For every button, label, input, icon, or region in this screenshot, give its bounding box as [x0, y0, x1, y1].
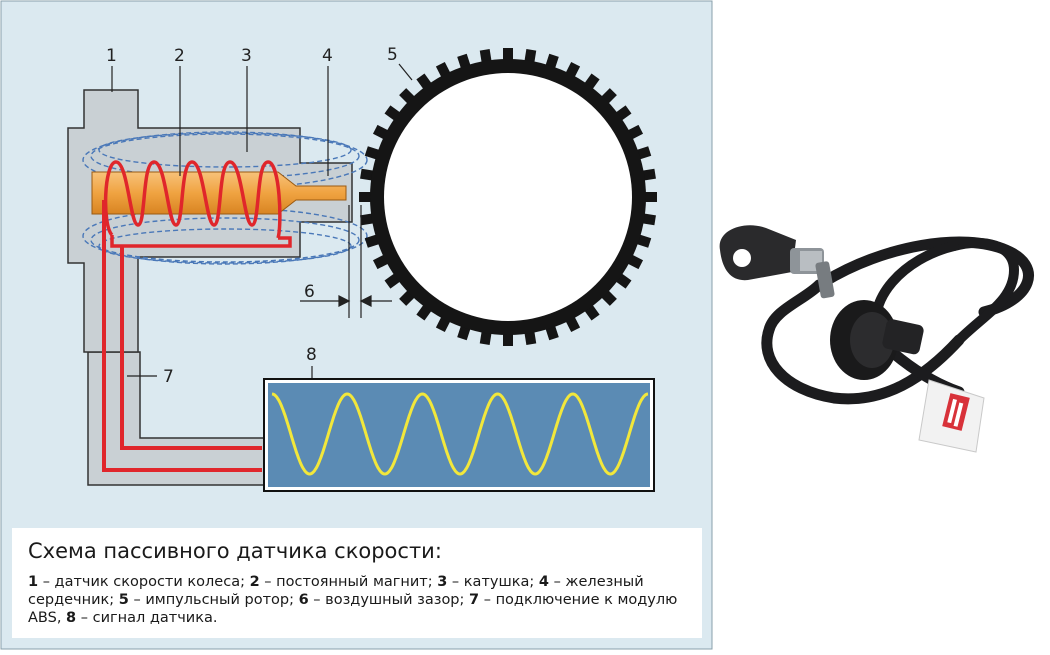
rubber-grommet [830, 300, 924, 380]
legend-num-7: 7 [469, 592, 480, 608]
legend-num-5: 5 [118, 592, 129, 608]
callout-8: 8 [306, 345, 317, 365]
legend-text-3: – катушка; [447, 574, 539, 590]
diagram-panel: 1 2 3 4 5 6 7 8 Схема пассивного датчика… [0, 0, 714, 650]
caption-title: Схема пассивного датчика скорости: [28, 539, 442, 563]
legend-num-2: 2 [249, 574, 260, 590]
legend-num-1: 1 [28, 574, 39, 590]
sensor-photo [714, 0, 1050, 650]
legend-text-2: – постоянный магнит; [259, 574, 438, 590]
legend-text-8: – сигнал датчика. [76, 610, 218, 626]
legend-num-8: 8 [66, 610, 77, 626]
legend-num-6: 6 [298, 592, 309, 608]
coil [103, 160, 292, 248]
legend-text-1: – датчик скорости колеса; [38, 574, 250, 590]
callout-5: 5 [387, 45, 398, 65]
sensor-photo-illustration [714, 0, 1050, 650]
callout-7: 7 [163, 367, 174, 387]
callout-6: 6 [304, 282, 315, 302]
legend-text-5: – импульсный ротор; [128, 592, 299, 608]
callout-3: 3 [241, 46, 252, 66]
mounting-bracket [719, 225, 796, 281]
callout-1: 1 [106, 46, 117, 66]
caption-legend: 1 – датчик скорости колеса; 2 – постоянн… [28, 573, 698, 627]
signal-display [268, 383, 650, 487]
legend-num-3: 3 [437, 574, 448, 590]
legend-text-4: – железный сердечник; [28, 574, 644, 608]
sensor-wires [102, 200, 262, 472]
sensor-tip [790, 248, 835, 299]
rotor-tooth [503, 48, 513, 64]
callout-2: 2 [174, 46, 185, 66]
impulse-rotor [359, 48, 657, 346]
signal-waveform [271, 392, 649, 476]
callout-4: 4 [322, 46, 333, 66]
air-gap-dimension [300, 205, 392, 318]
sensor-diagram: 1 2 3 4 5 6 7 8 [0, 0, 714, 650]
rotor-tooth [503, 330, 513, 346]
legend-num-4: 4 [538, 574, 549, 590]
connector-plug [918, 379, 985, 453]
legend-text-7: – подключение к модулю ABS, [28, 592, 678, 626]
legend-text-6: – воздушный зазор; [308, 592, 470, 608]
caption-box [12, 528, 702, 638]
